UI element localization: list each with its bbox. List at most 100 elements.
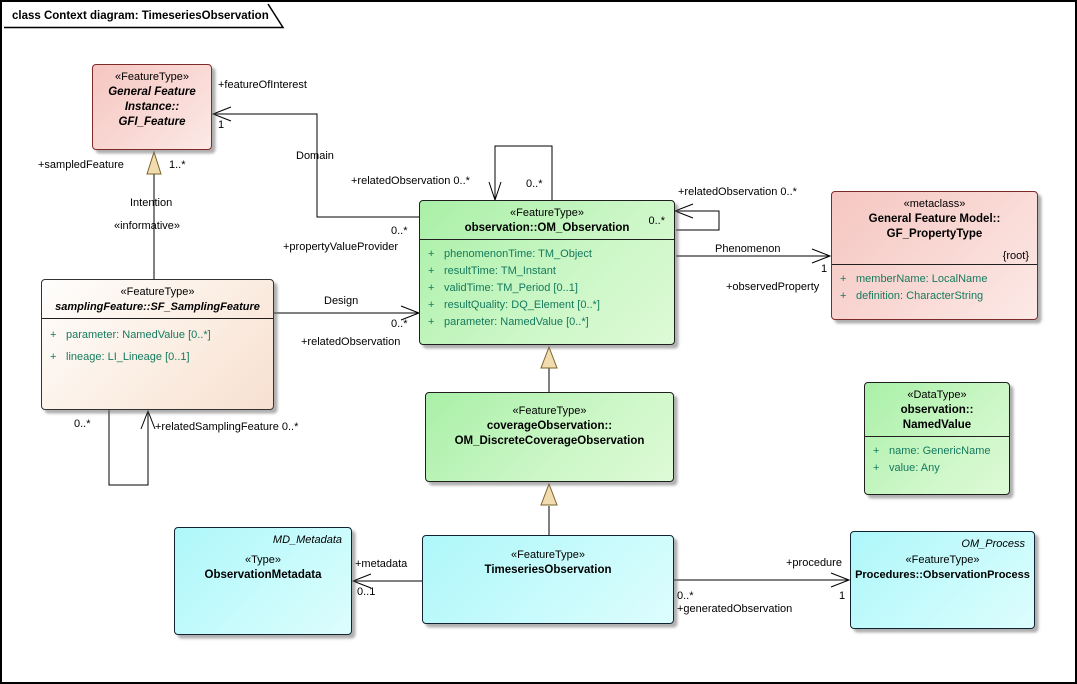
class-name: NamedValue [902,419,972,431]
role-label-observed-property: +observedProperty [726,281,820,293]
role-label-procedure: +procedure [786,557,842,569]
association-name-design: Design [324,295,359,307]
attribute-visibility: + [428,316,435,328]
attribute-visibility: + [840,273,847,285]
open-arrow-icon [351,573,372,589]
multiplicity-label: 0..* [74,418,91,430]
generalization-triangle-icon [146,150,162,175]
attribute-text: validTime: TM_Period [0..1] [444,282,578,294]
attribute-visibility: + [873,445,880,457]
class-observation-process[interactable]: OM_Process «FeatureType» Procedures::Obs… [850,531,1035,629]
class-named-value[interactable]: «DataType» observation:: NamedValue + na… [864,382,1010,495]
role-label-related-sampling-feature: +relatedSamplingFeature 0..* [155,421,299,433]
multiplicity-label: 0..* [391,318,408,330]
attribute-text: memberName: LocalName [856,273,988,285]
attribute-row: + parameter: NamedValue [0..*] [50,326,269,348]
attribute-text: resultQuality: DQ_Element [0..*] [444,299,600,311]
stereotype: «FeatureType» [905,554,980,566]
attribute-row: + definition: CharacterString [840,289,1033,306]
multiplicity-label: 1..* [169,159,186,171]
class-name: GFI_Feature [118,116,186,128]
class-om-discrete-coverage-observation[interactable]: «FeatureType» coverageObservation:: OM_D… [425,392,674,482]
related-sampling-feature-loop [108,410,149,486]
association-name-domain: Domain [296,150,334,162]
attribute-visibility: + [428,299,435,311]
attribute-row: + name: GenericName [873,444,1005,461]
attribute-text: lineage: LI_Lineage [0..1] [66,351,190,363]
class-om-observation[interactable]: 0..* «FeatureType» observation::OM_Obser… [419,200,675,345]
multiplicity-label: 0..* [677,590,694,602]
class-observation-metadata[interactable]: MD_Metadata «Type» ObservationMetadata [174,527,352,635]
attribute-text: phenomenonTime: TM_Object [444,248,592,260]
class-sf-sampling-feature[interactable]: «FeatureType» samplingFeature::SF_Sampli… [41,279,274,410]
class-name: GF_PropertyType [886,228,983,240]
stereotype: «FeatureType» [115,71,189,83]
association-name-intention: Intention [130,197,173,209]
attribute-row: + lineage: LI_Lineage [0..1] [50,348,269,370]
attribute-text: resultTime: TM_Instant [444,265,556,277]
role-label-metadata: +metadata [355,558,408,570]
class-name: TimeseriesObservation [484,564,612,576]
role-label-sampled-feature: +sampledFeature [38,159,124,171]
attribute-visibility: + [873,462,880,474]
diagram-frame-title: class Context diagram: TimeseriesObserva… [4,4,284,28]
stereotype: «DataType» [907,389,967,401]
class-name: ObservationMetadata [204,569,322,581]
domain-connector [213,113,419,218]
stereotype: «FeatureType» [511,549,585,561]
root-tag: {root} [1002,250,1029,262]
multiplicity-label: 1 [839,590,846,602]
generalization-triangle-icon [540,345,558,369]
attribute-visibility: + [50,351,57,363]
class-name: coverageObservation:: [486,420,613,432]
attribute-row: + resultTime: TM_Instant [428,264,670,281]
open-arrow-icon [211,106,232,122]
stereotype: «metaclass» [903,198,966,210]
class-name: samplingFeature::SF_SamplingFeature [55,301,260,313]
attribute-text: parameter: NamedValue [0..*] [66,329,211,341]
related-observation-top-loop [494,145,553,200]
class-name: OM_DiscreteCoverageObservation [454,435,645,447]
multiplicity-label: 0..1 [357,586,376,598]
multiplicity-label: 0..* [391,225,408,237]
attribute-text: name: GenericName [889,445,991,457]
generalization-triangle-icon [540,482,558,506]
role-label-property-value-provider: +propertyValueProvider [283,241,399,253]
open-arrow-icon [830,572,851,588]
corner-multiplicity: 0..* [648,215,665,227]
stereotype: «FeatureType» [510,207,584,219]
attribute-row: + value: Any [873,461,1005,478]
role-label-related-observation-top: +relatedObservation 0..* [351,175,470,187]
class-name: General Feature [108,86,196,98]
class-timeseries-observation[interactable]: «FeatureType» TimeseriesObservation [422,535,674,624]
stereotype: «Type» [244,554,282,566]
stereotype: «FeatureType» [120,286,195,298]
attribute-text: value: Any [889,462,940,474]
multiplicity-label: 1 [218,119,225,131]
compartment-divider [420,239,674,240]
open-arrow-icon [811,248,832,264]
compartment-divider [832,264,1037,265]
attribute-visibility: + [840,290,847,302]
class-name: observation:: [900,404,974,416]
open-arrow-icon [140,409,156,430]
class-name: observation::OM_Observation [464,222,630,234]
open-arrow-icon [673,203,694,219]
role-label-generated-observation: +generatedObservation [677,603,793,615]
attribute-text: definition: CharacterString [856,290,984,302]
stereotype: «FeatureType» [512,405,587,417]
class-name: Procedures::ObservationProcess [855,569,1030,581]
stereotype-label-informative: «informative» [114,220,181,232]
compartment-divider [42,318,273,319]
compartment-divider [865,436,1009,437]
multiplicity-label: 1 [821,263,828,275]
attribute-visibility: + [428,282,435,294]
class-gfi-feature[interactable]: «FeatureType» General Feature Instance::… [92,64,212,150]
related-observation-right-loop [676,210,720,231]
role-label-related-observation: +relatedObservation [301,336,401,348]
class-name: Instance:: [124,101,180,113]
class-gf-property-type[interactable]: «metaclass» General Feature Model:: GF_P… [831,191,1038,320]
association-name-phenomenon: Phenomenon [715,243,781,255]
